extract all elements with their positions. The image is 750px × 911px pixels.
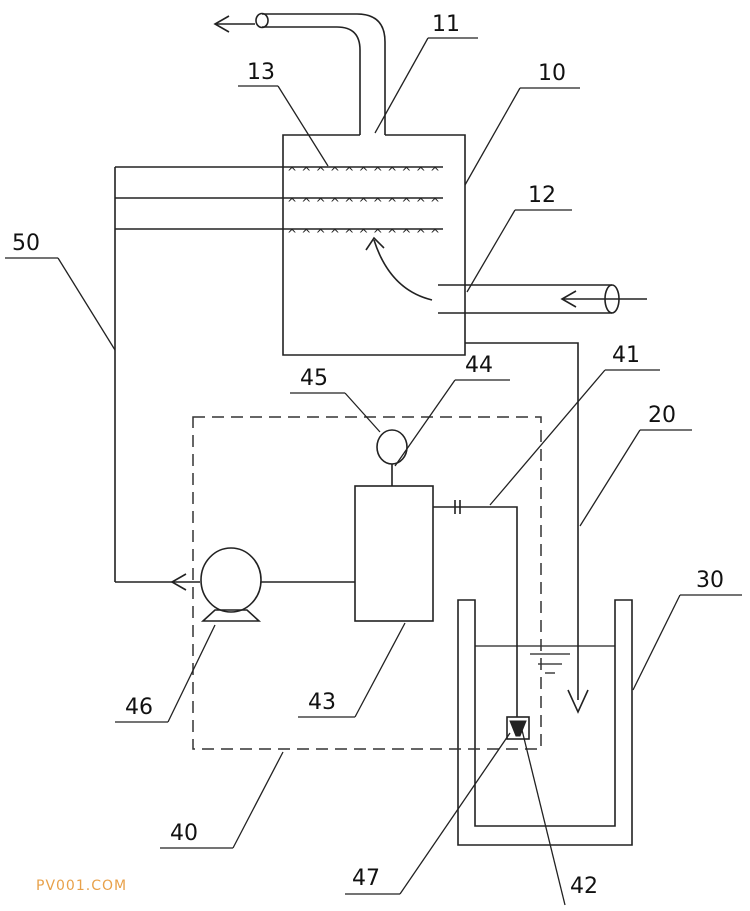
gauge-45 [376, 429, 408, 465]
label-40: 40 [170, 821, 198, 846]
nozzle-mark: ^ [344, 227, 354, 241]
nozzle-mark: ^ [330, 227, 340, 241]
gas-flow-arrow [373, 239, 433, 301]
watermark: PV001.COM [36, 878, 127, 894]
label-10: 10 [538, 61, 566, 86]
return-line-50 [114, 167, 200, 591]
nozzle-mark: ^ [330, 196, 340, 210]
nozzle-mark: ^ [387, 196, 397, 210]
label-46: 46 [125, 695, 153, 720]
label-11: 11 [432, 12, 460, 37]
nozzle-mark: ^ [359, 227, 369, 241]
nozzle-mark: ^ [316, 227, 326, 241]
nozzle-mark: ^ [416, 227, 426, 241]
sensor-47 [506, 716, 530, 740]
leader-lines [5, 37, 742, 906]
nozzle-mark: ^ [373, 165, 383, 179]
nozzle-mark: ^ [416, 196, 426, 210]
nozzle-mark: ^ [387, 227, 397, 241]
nozzle-mark: ^ [401, 227, 411, 241]
nozzle-mark: ^ [430, 165, 440, 179]
tower-10 [282, 134, 466, 356]
vessel-43 [354, 485, 434, 622]
nozzle-mark: ^ [344, 196, 354, 210]
spray-nozzles: ^ ^ ^ ^ ^ ^ ^ ^ ^ ^ ^ ^ ^ ^ ^ ^ ^ ^ ^ ^ ^ ^ ^ ^ ^ ^ ^ ^ ^ ^ ^ ^ ^ [287, 165, 440, 241]
nozzle-mark: ^ [316, 196, 326, 210]
label-43: 43 [308, 690, 336, 715]
label-44: 44 [465, 353, 493, 378]
drain-arrow [567, 689, 589, 714]
nozzle-mark: ^ [330, 165, 340, 179]
label-20: 20 [648, 403, 676, 428]
nozzle-mark: ^ [401, 196, 411, 210]
label-45: 45 [300, 366, 328, 391]
nozzle-mark: ^ [430, 227, 440, 241]
label-12: 12 [528, 183, 556, 208]
nozzle-mark: ^ [301, 227, 311, 241]
label-50: 50 [12, 231, 40, 256]
tank-30 [457, 599, 633, 846]
nozzle-mark: ^ [287, 227, 297, 241]
nozzle-mark: ^ [344, 165, 354, 179]
nozzle-mark: ^ [359, 196, 369, 210]
pump-46 [200, 547, 262, 622]
drain-pipe-20 [465, 342, 589, 714]
nozzle-mark: ^ [287, 165, 297, 179]
nozzle-mark: ^ [387, 165, 397, 179]
nozzle-mark: ^ [316, 165, 326, 179]
spray-pipes-13 [115, 166, 443, 230]
nozzle-mark: ^ [301, 196, 311, 210]
nozzle-mark: ^ [359, 165, 369, 179]
label-13: 13 [247, 60, 275, 85]
module-40 [192, 416, 542, 750]
nozzle-mark: ^ [373, 196, 383, 210]
nozzle-mark: ^ [373, 227, 383, 241]
line-41 [433, 500, 518, 717]
label-41: 41 [612, 343, 640, 368]
nozzle-mark: ^ [416, 165, 426, 179]
nozzle-mark: ^ [301, 165, 311, 179]
inlet-pipe-12 [365, 236, 647, 314]
nozzle-mark: ^ [401, 165, 411, 179]
exhaust-pipe-11 [213, 12, 386, 135]
return-arrow [170, 573, 187, 591]
nozzle-mark: ^ [287, 196, 297, 210]
label-42: 42 [570, 874, 598, 899]
nozzle-mark: ^ [430, 196, 440, 210]
label-47: 47 [352, 866, 380, 891]
label-30: 30 [696, 568, 724, 593]
